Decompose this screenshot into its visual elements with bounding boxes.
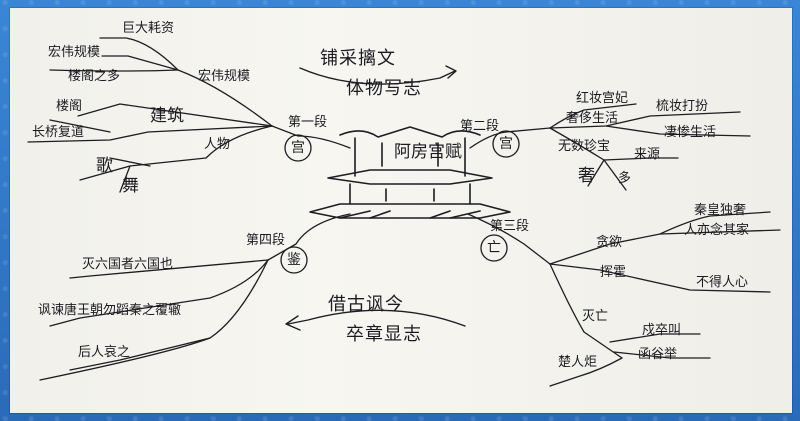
section3-branch-c3: 楚人炬 <box>558 355 598 370</box>
center-title-part-1: 阿房宫赋 <box>394 144 462 161</box>
section2-circle-text: 宫 <box>499 136 513 152</box>
section4-lines <box>39 213 351 381</box>
section1-branch-b1a: 巨大耗资 <box>122 21 175 36</box>
section4-label: 第四段 <box>246 233 286 248</box>
palace-walls-lower <box>349 183 471 205</box>
section2-branch-a2: 梳妆打扮 <box>656 99 709 114</box>
section3-branch-a: 贪欲 <box>596 235 623 250</box>
section3-branch-b1: 不得人心 <box>696 275 749 290</box>
palace-columns <box>381 142 439 167</box>
section3-lines <box>467 211 781 387</box>
section1-branch-b2b: 长桥复道 <box>32 125 85 140</box>
section1-lines <box>27 37 351 193</box>
banner-top-arrow <box>299 65 457 85</box>
palace-roof-top <box>339 126 481 138</box>
banner-bottom-arrow <box>285 309 466 331</box>
section1-branch-b1b: 宏伟规模 <box>48 45 101 60</box>
banner-bottom-line2: 卒章显志 <box>346 324 422 345</box>
section4-branch-b: 讽谏唐王朝勿蹈秦之覆辙 <box>38 303 182 318</box>
palace-tiles <box>339 210 481 219</box>
section3-label: 第三段 <box>490 219 530 234</box>
section3-circle-text: 亡 <box>487 240 501 256</box>
palace-roof-middle <box>327 169 493 185</box>
mind-map-paper: 阿房宫赋 铺采摛文 体物写志 借古讽今 卒章显志 第一段 宫 宏伟规模 巨大耗资… <box>10 8 792 413</box>
section1-branch-b3: 人物 <box>204 137 231 152</box>
center-title: 阿房宫赋 <box>394 142 462 162</box>
mind-map-lines <box>27 37 781 387</box>
section1-branch-b2: 建筑 <box>150 106 184 126</box>
section1-branch-b1: 宏伟规模 <box>198 69 251 84</box>
section3-branch-c: 灭亡 <box>582 309 609 324</box>
section2-branch-a: 红妆宫妃 <box>576 91 629 106</box>
section2-label: 第二段 <box>460 119 500 134</box>
section3-branch-a1: 秦皇独奢 <box>694 203 747 218</box>
palace-columns-lower <box>385 188 435 202</box>
section-circles <box>280 130 520 274</box>
section2-branch-b2: 奢 <box>578 166 595 186</box>
section2-branch-b3: 多 <box>618 171 632 186</box>
palace-walls-upper <box>354 137 466 177</box>
section4-circle-text: 鉴 <box>287 252 301 268</box>
section2-branch-a1: 奢侈生活 <box>566 111 619 126</box>
section1-branch-b2a: 楼阁 <box>56 99 83 114</box>
section3-branch-c1: 戍卒叫 <box>642 323 682 338</box>
section1-branch-b3b: 舞 <box>122 176 139 196</box>
palace-drawing <box>309 126 511 219</box>
banner-top-line1: 铺采摛文 <box>320 48 396 69</box>
section1-branch-b1c: 楼阁之多 <box>68 69 121 84</box>
section1-branch-b3a: 歌 <box>96 156 113 176</box>
section3-branch-a2: 人亦念其家 <box>684 223 750 238</box>
section2-lines <box>469 103 751 191</box>
section2-branch-b: 无数珍宝 <box>558 139 611 154</box>
section1-label: 第一段 <box>288 115 328 130</box>
section3-branch-c2: 函谷举 <box>638 347 678 362</box>
section2-branch-a3: 凄惨生活 <box>664 125 717 140</box>
banner-top-line2: 体物写志 <box>346 78 422 99</box>
section4-branch-a: 灭六国者六国也 <box>82 257 174 272</box>
banner-bottom-line1: 借古讽今 <box>328 294 404 315</box>
section3-branch-b: 挥霍 <box>600 265 627 280</box>
section4-branch-c: 后人哀之 <box>78 345 131 360</box>
section1-circle-text: 宫 <box>291 140 305 156</box>
section2-branch-b1: 来源 <box>634 147 661 162</box>
